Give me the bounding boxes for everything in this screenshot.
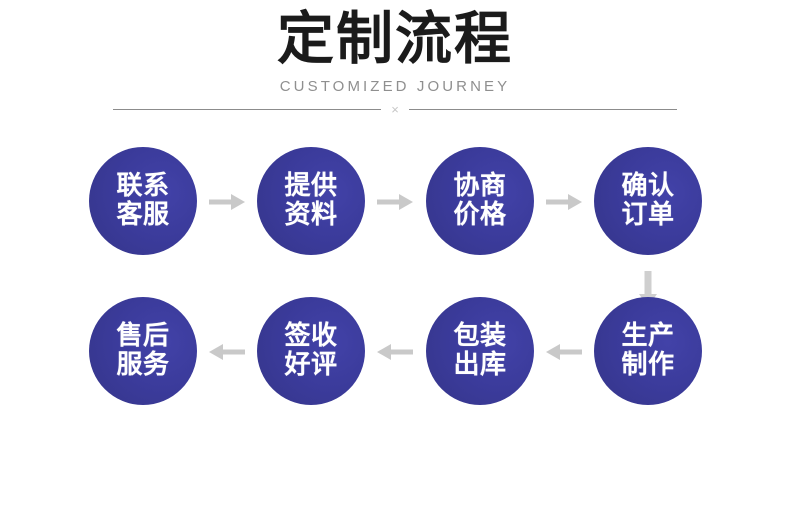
divider-cross-icon: ×	[391, 101, 399, 117]
header: 定制流程 CUSTOMIZED JOURNEY	[0, 0, 790, 96]
flow-node-label: 提供 资料	[284, 171, 338, 230]
arrow-left-icon	[375, 342, 415, 362]
arrow-right-icon	[544, 192, 584, 212]
flow-node-label: 签收 好评	[284, 321, 338, 380]
flow-node-label: 售后 服务	[116, 321, 170, 380]
flow-node-label: 联系 客服	[116, 171, 170, 230]
flow-node-sign-and-review[interactable]: 签收 好评	[257, 297, 365, 405]
flow-node-contact-service[interactable]: 联系 客服	[89, 147, 197, 255]
arrow-left-icon	[207, 342, 247, 362]
flow-node-label: 确认 订单	[621, 171, 675, 230]
divider-line-right	[409, 108, 677, 110]
flow-node-label: 协商 价格	[453, 171, 507, 230]
flow-node-negotiate-price[interactable]: 协商 价格	[426, 147, 534, 255]
arrow-right-icon	[375, 192, 415, 212]
section-divider: ×	[113, 100, 677, 118]
flow-row-1: 联系 客服 提供 资料 协商 价格	[0, 130, 790, 280]
flow-node-label: 生产 制作	[621, 321, 675, 380]
divider-line-left	[113, 108, 381, 110]
flow-node-confirm-order[interactable]: 确认 订单	[594, 147, 702, 255]
flow-node-label: 包装 出库	[453, 321, 507, 380]
flow-node-packing-and-shipping[interactable]: 包装 出库	[426, 297, 534, 405]
flow-node-provide-materials[interactable]: 提供 资料	[257, 147, 365, 255]
flow-diagram: 联系 客服 提供 资料 协商 价格	[0, 130, 790, 430]
flow-row-2: 售后 服务 签收 好评 包装 出库	[0, 280, 790, 430]
page-subtitle: CUSTOMIZED JOURNEY	[279, 78, 511, 95]
flow-node-after-sales-service[interactable]: 售后 服务	[89, 297, 197, 405]
page-title: 定制流程	[277, 6, 513, 72]
arrow-right-icon	[207, 192, 247, 212]
flow-node-production[interactable]: 生产 制作	[594, 297, 702, 405]
arrow-left-icon	[544, 342, 584, 362]
